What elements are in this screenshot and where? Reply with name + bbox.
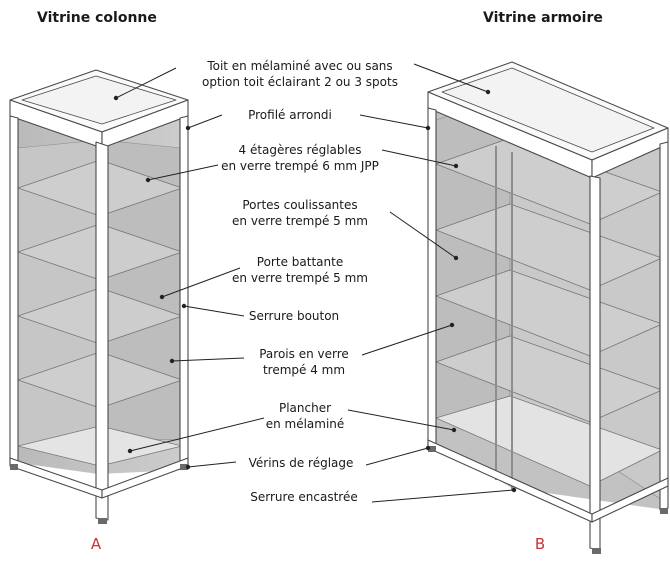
- callout-serrure-bouton-line-1: Serrure bouton: [248, 309, 340, 323]
- leader-dot: [113, 95, 119, 101]
- callout-etageres-line-2: en verre trempé 6 mm JPP: [221, 159, 379, 173]
- callout-verins: Vérins de réglage: [249, 455, 354, 471]
- callout-serrure-encastree-line-1: Serrure encastrée: [250, 490, 358, 504]
- callout-verins-line-1: Vérins de réglage: [248, 456, 354, 470]
- callout-serrure-encastree: Serrure encastrée: [250, 489, 357, 505]
- leader-dot: [127, 448, 133, 454]
- leader-lines: [113, 63, 517, 503]
- leader-coulissantes: [389, 211, 457, 259]
- leader-dot: [185, 464, 191, 470]
- leader-dot: [159, 294, 165, 300]
- leader-serrure-bouton: [183, 305, 245, 317]
- leader-profile-right: [359, 114, 429, 129]
- callout-plancher-line-1: Plancher: [278, 401, 332, 415]
- leader-dot: [169, 358, 175, 364]
- leader-battante: [161, 267, 241, 298]
- leader-serrure-encastree: [371, 489, 515, 503]
- leader-dot: [485, 89, 491, 95]
- callout-portes-coulissantes: Portes coulissantes en verre trempé 5 mm: [232, 197, 368, 229]
- title-vitrine-colonne: Vitrine colonne: [37, 10, 157, 26]
- vitrine-armoire-drawing: [427, 61, 669, 554]
- callout-parois-line-2: trempé 4 mm: [262, 363, 346, 377]
- leader-plancher-left: [129, 417, 265, 452]
- leader-dot: [511, 487, 517, 493]
- callout-profile-arrondi: Profilé arrondi: [248, 107, 332, 123]
- callout-profile-line-1: Profilé arrondi: [248, 108, 332, 122]
- leader-dot: [425, 125, 431, 131]
- leader-dot: [453, 163, 459, 169]
- leader-etageres-left: [147, 164, 219, 181]
- vitrine-colonne-drawing: [9, 69, 189, 524]
- leader-toit-right: [413, 63, 489, 93]
- callout-serrure-bouton: Serrure bouton: [249, 308, 339, 324]
- title-vitrine-armoire: Vitrine armoire: [483, 10, 603, 26]
- callout-etageres-line-1: 4 étagères réglables: [238, 143, 362, 157]
- leader-plancher-right: [347, 409, 455, 431]
- callout-plancher-line-2: en mélaminé: [265, 417, 345, 431]
- callout-toit: Toit en mélaminé avec ou sans option toi…: [202, 58, 398, 90]
- leader-etageres-right: [381, 149, 457, 167]
- leader-dot: [425, 445, 431, 451]
- letter-a: A: [90, 535, 102, 553]
- callout-parois: Parois en verre trempé 4 mm: [259, 346, 349, 378]
- letter-b: B: [534, 535, 546, 553]
- leader-dot: [181, 303, 187, 309]
- leader-dot: [185, 125, 191, 131]
- leader-parois-right: [361, 324, 453, 356]
- callout-coulissantes-line-1: Portes coulissantes: [242, 198, 358, 212]
- callout-toit-line-2: option toit éclairant 2 ou 3 spots: [202, 75, 398, 89]
- leader-parois-left: [171, 357, 245, 362]
- leader-dot: [451, 427, 457, 433]
- callout-battante-line-2: en verre trempé 5 mm: [232, 271, 368, 285]
- leader-dot: [449, 322, 455, 328]
- callout-battante-line-1: Porte battante: [256, 255, 344, 269]
- leader-dot: [145, 177, 151, 183]
- leader-profile-left: [187, 114, 223, 129]
- leader-dot: [453, 255, 459, 261]
- callout-etageres: 4 étagères réglables en verre trempé 6 m…: [221, 142, 379, 174]
- callout-plancher: Plancher en mélaminé: [266, 400, 345, 432]
- leader-verins-right: [365, 447, 429, 466]
- callout-coulissantes-line-2: en verre trempé 5 mm: [232, 214, 368, 228]
- leader-verins-left: [187, 461, 237, 468]
- leader-toit-left: [115, 67, 177, 99]
- callout-toit-line-1: Toit en mélaminé avec ou sans: [207, 59, 393, 73]
- callout-porte-battante: Porte battante en verre trempé 5 mm: [232, 254, 368, 286]
- callout-parois-line-1: Parois en verre: [259, 347, 349, 361]
